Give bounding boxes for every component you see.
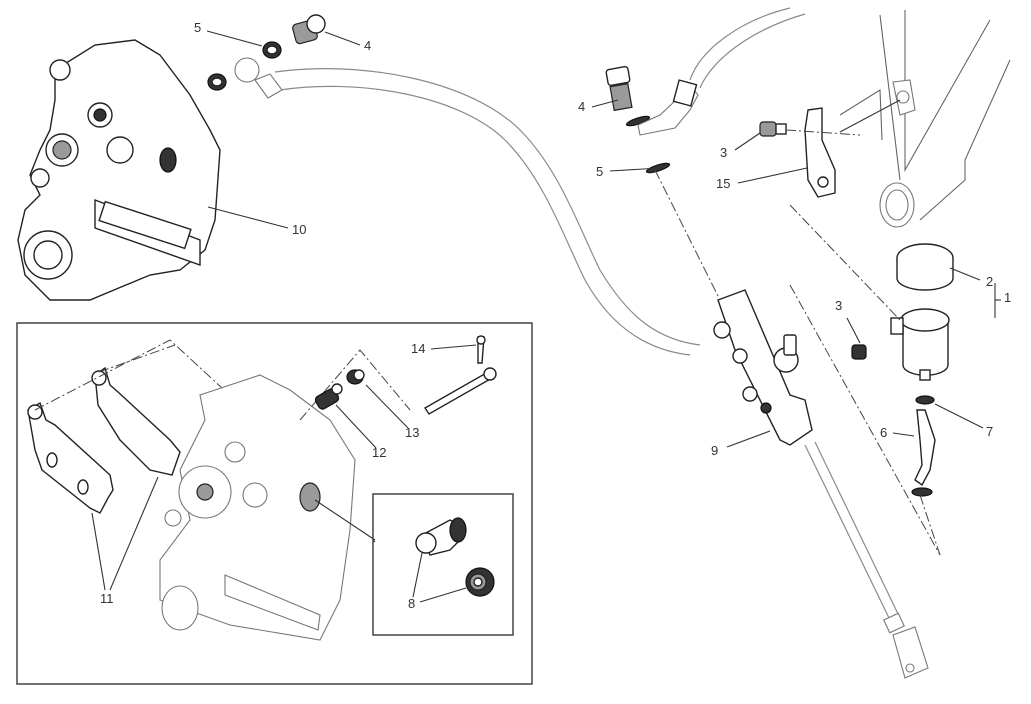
callout-label-11: 11	[100, 591, 114, 606]
callout-leader-13	[365, 384, 409, 429]
rear-caliper-lower	[159, 349, 411, 641]
brake-pads	[27, 339, 236, 591]
callout-label-4: 4	[364, 38, 371, 53]
callout-label-8: 8	[408, 596, 415, 611]
callout-leader-10	[207, 206, 289, 229]
piston-and-seal	[412, 517, 495, 598]
callout-leader-7	[934, 403, 984, 429]
callout-label-2: 2	[986, 274, 993, 289]
detail-box	[16, 322, 533, 685]
callout-label-4: 4	[578, 99, 585, 114]
callout-leader-4	[324, 31, 361, 46]
callout-label-3: 3	[720, 145, 727, 160]
mounting-bracket	[759, 107, 861, 198]
callout-leader-5	[206, 30, 263, 47]
callout-label-12: 12	[372, 445, 386, 460]
seal-box-pointer	[372, 539, 376, 543]
callout-label-1: 1	[1004, 290, 1011, 305]
callout-label-6: 6	[880, 425, 887, 440]
master-cylinder	[713, 289, 929, 679]
callout-label-3: 3	[835, 298, 842, 313]
callout-leader-12	[335, 404, 377, 449]
callout-leader-3	[846, 317, 861, 344]
callout-leader-3	[734, 132, 761, 151]
callout-label-10: 10	[292, 222, 306, 237]
callout-leader-2	[949, 267, 981, 281]
callout-leader-6	[892, 432, 915, 437]
callout-label-5: 5	[596, 164, 603, 179]
callout-leader-5	[609, 167, 661, 172]
callout-label-14: 14	[411, 341, 425, 356]
frame-section	[839, 10, 1011, 228]
callout-label-13: 13	[405, 425, 419, 440]
bleed-valve-and-pin	[314, 335, 497, 415]
callout-leader-4	[591, 99, 619, 108]
banjo-bolt-upper	[207, 14, 326, 99]
rear-caliper-upper	[17, 39, 221, 301]
callout-label-15: 15	[716, 176, 730, 191]
callout-leader-15	[737, 167, 808, 184]
callout-leader-14	[430, 344, 477, 350]
callout-label-5: 5	[194, 20, 201, 35]
callout-label-7: 7	[986, 424, 993, 439]
fluid-reservoir	[789, 204, 1001, 556]
callout-leader-9	[726, 430, 771, 448]
seal-detail-box	[372, 493, 514, 636]
brake-hose	[274, 7, 806, 356]
callout-leader-8	[419, 587, 467, 603]
callout-label-9: 9	[711, 443, 718, 458]
